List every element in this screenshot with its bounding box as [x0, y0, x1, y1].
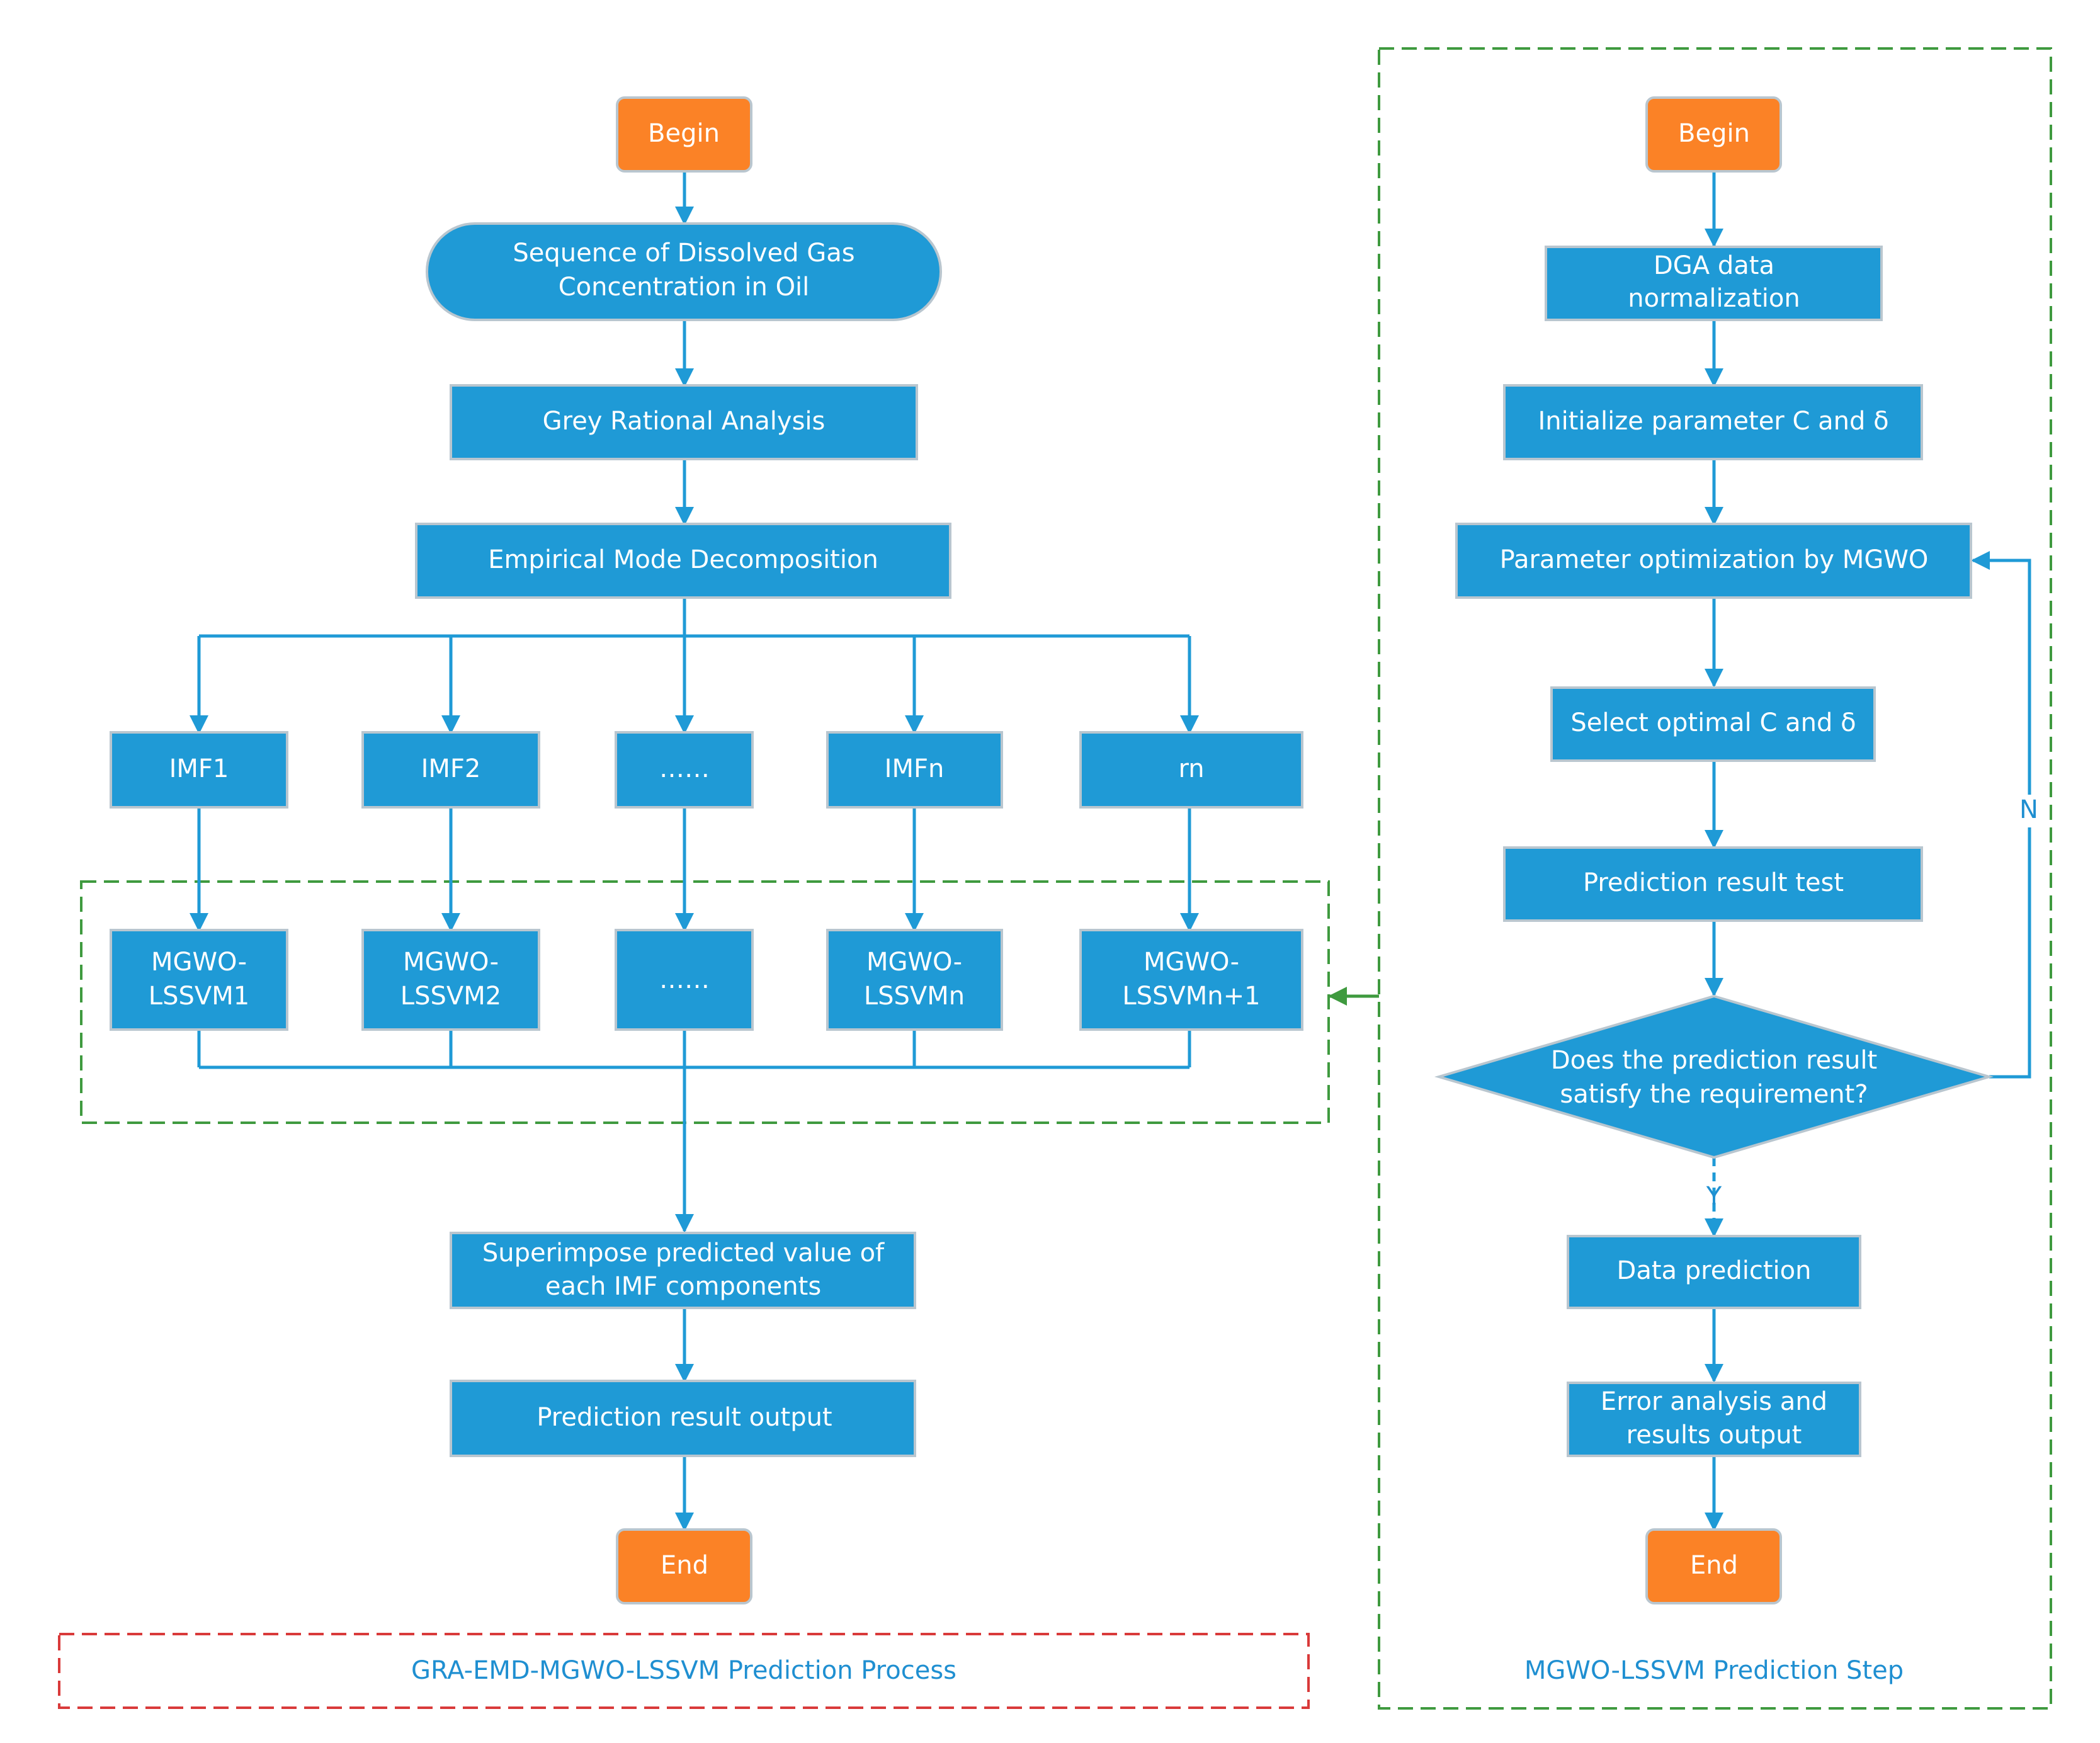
no-branch-label: N	[2019, 795, 2038, 824]
component-label: IMFn	[885, 754, 945, 783]
component-node-rn: rn	[1079, 731, 1303, 809]
right-end-node: End	[1645, 1528, 1782, 1604]
normalize-node: DGA data normalization	[1545, 246, 1883, 321]
select-node: Select optimal C and δ	[1550, 686, 1876, 762]
right-begin-label: Begin	[1678, 119, 1750, 148]
init-label: Initialize parameter C and δ	[1538, 407, 1888, 436]
model-label-line1: MGWO-	[151, 948, 247, 977]
left-caption-frame	[58, 1633, 1310, 1709]
component-node-imf1: IMF1	[110, 731, 288, 809]
component-label: IMF1	[169, 754, 229, 783]
normalize-label-line1: DGA data	[1654, 251, 1774, 280]
component-node-ellipsis: ……	[615, 731, 754, 809]
optimize-label: Parameter optimization by MGWO	[1500, 545, 1929, 574]
right-begin-node: Begin	[1645, 96, 1782, 173]
emd-label: Empirical Mode Decomposition	[488, 545, 878, 574]
model-node-lssvm1: MGWO- LSSVM1	[110, 929, 288, 1031]
decision-label-line2: satisfy the requirement?	[1560, 1080, 1868, 1109]
sequence-node: Sequence of Dissolved Gas Concentration …	[426, 222, 942, 321]
model-node-lssvm2: MGWO- LSSVM2	[361, 929, 540, 1031]
left-begin-label: Begin	[648, 119, 720, 148]
predict-node: Data prediction	[1567, 1235, 1861, 1309]
left-end-node: End	[616, 1528, 752, 1604]
sequence-label-line2: Concentration in Oil	[559, 273, 810, 302]
left-caption: GRA-EMD-MGWO-LSSVM Prediction Process	[411, 1656, 956, 1685]
component-label: rn	[1178, 754, 1204, 783]
decision-label-line1: Does the prediction result	[1551, 1046, 1877, 1075]
normalize-label-line2: normalization	[1628, 284, 1800, 313]
sequence-label-line1: Sequence of Dissolved Gas	[513, 239, 854, 268]
error-label-line2: results output	[1626, 1421, 1802, 1450]
select-label: Select optimal C and δ	[1570, 708, 1856, 737]
model-label-line2: LSSVM1	[149, 982, 249, 1011]
superimpose-label-line1: Superimpose predicted value of	[482, 1239, 885, 1268]
output-label: Prediction result output	[536, 1403, 832, 1432]
model-label-line1: MGWO-	[403, 948, 499, 977]
left-connectors	[190, 171, 1199, 1531]
component-node-imfn: IMFn	[826, 731, 1003, 809]
optimize-node: Parameter optimization by MGWO	[1455, 523, 1972, 599]
right-caption: MGWO-LSSVM Prediction Step	[1524, 1656, 1904, 1685]
error-label-line1: Error analysis and	[1601, 1387, 1827, 1416]
gra-node: Grey Rational Analysis	[450, 384, 918, 460]
decision-node: Does the prediction result satisfy the r…	[1434, 994, 1994, 1159]
model-label-line2: LSSVMn	[864, 982, 965, 1011]
no-label-backdrop	[2017, 795, 2042, 827]
model-node-lssvmn: MGWO- LSSVMn	[826, 929, 1003, 1031]
model-node-ellipsis: ……	[615, 929, 754, 1031]
model-label-line2: LSSVM2	[400, 982, 501, 1011]
left-end-label: End	[661, 1551, 708, 1580]
superimpose-label-line2: each IMF components	[545, 1272, 821, 1301]
test-node: Prediction result test	[1503, 846, 1923, 922]
component-node-imf2: IMF2	[361, 731, 540, 809]
component-label: ……	[659, 754, 710, 783]
model-node-lssvmn1: MGWO- LSSVMn+1	[1079, 929, 1303, 1031]
init-node: Initialize parameter C and δ	[1503, 384, 1923, 460]
superimpose-node: Superimpose predicted value of each IMF …	[450, 1232, 916, 1309]
yes-branch-label: Y	[1706, 1182, 1722, 1211]
test-label: Prediction result test	[1583, 868, 1844, 897]
component-label: IMF2	[421, 754, 481, 783]
emd-node: Empirical Mode Decomposition	[415, 523, 951, 599]
model-label-line1: MGWO-	[866, 948, 962, 977]
gra-label: Grey Rational Analysis	[543, 407, 826, 436]
predict-label: Data prediction	[1617, 1256, 1812, 1285]
model-label-line1: ……	[659, 965, 710, 994]
model-label-line1: MGWO-	[1144, 948, 1239, 977]
right-panel-frame	[1378, 47, 2052, 1710]
right-end-label: End	[1690, 1551, 1738, 1580]
left-begin-node: Begin	[616, 96, 752, 173]
output-node: Prediction result output	[450, 1380, 916, 1457]
model-label-line2: LSSVMn+1	[1122, 982, 1260, 1011]
error-node: Error analysis and results output	[1567, 1382, 1861, 1457]
